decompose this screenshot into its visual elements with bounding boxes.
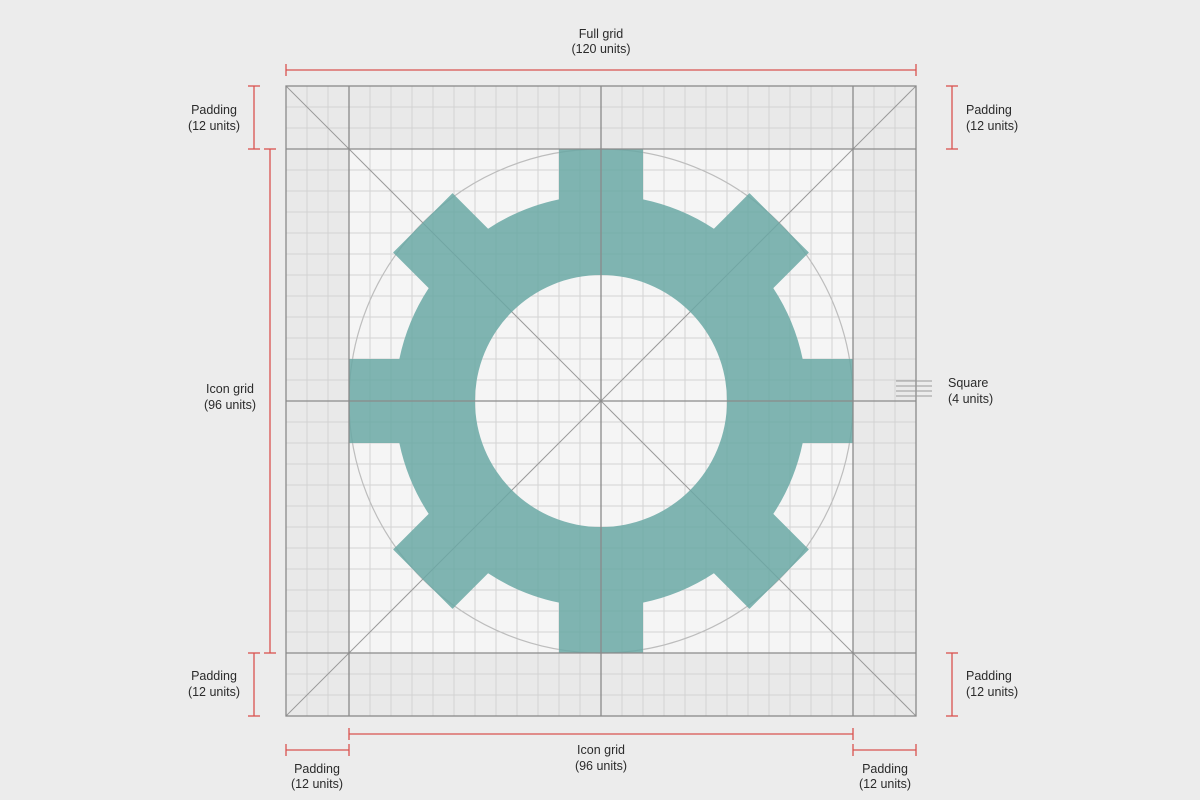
square-label: Square [948,376,988,390]
full-grid-label: Full grid [579,27,624,41]
padding-units-right-bottom: (12 units) [966,685,1018,699]
padding-label-right-bottom: Padding [966,669,1012,683]
square-indicator-lines [896,380,932,397]
padding-label-left-bottom: Padding [191,669,237,683]
icon-grid-label-left: Icon grid [206,382,254,396]
square-units: (4 units) [948,392,993,406]
icon-grid-label-bottom: Icon grid [577,743,625,757]
padding-units-left-bottom: (12 units) [188,685,240,699]
padding-label-left-top: Padding [191,103,237,117]
major-grid-lines [285,85,917,717]
padding-units-right-top: (12 units) [966,119,1018,133]
gear-icon [349,149,853,653]
padding-units-left-top: (12 units) [188,119,240,133]
full-grid-units: (120 units) [571,42,630,56]
dimension-lines [248,64,958,756]
padding-label-bottom-left: Padding [294,762,340,776]
padding-label-bottom-right: Padding [862,762,908,776]
icon-grid-units-left: (96 units) [204,398,256,412]
icon-grid-units-bottom: (96 units) [575,759,627,773]
padding-units-bottom-left: (12 units) [291,777,343,791]
padding-label-right-top: Padding [966,103,1012,117]
padding-units-bottom-right: (12 units) [859,777,911,791]
